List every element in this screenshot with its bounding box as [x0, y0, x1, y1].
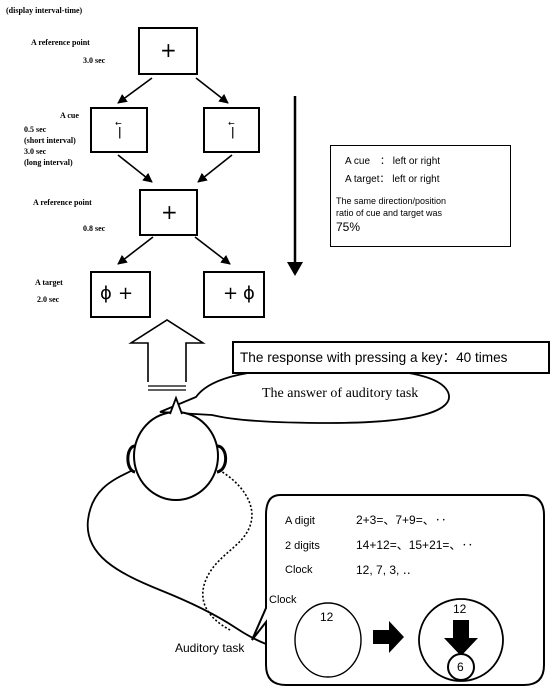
- ratio-line-1: The same direction/position: [336, 197, 446, 206]
- speech-bubble-text: The answer of auditory task: [262, 387, 418, 401]
- clock-answer-number: 6: [457, 661, 464, 673]
- reference-point-box-2: +: [139, 189, 198, 236]
- auditory-row-3-name: Clock: [285, 565, 313, 576]
- fixation-plus: +: [161, 202, 178, 222]
- target-label: A target: [35, 279, 63, 287]
- auditory-row-1-name: A digit: [285, 516, 315, 527]
- cue-box-left: ← ǀ: [90, 107, 148, 153]
- ratio-value: 75%: [336, 221, 360, 233]
- response-up-arrow: [131, 320, 203, 382]
- fixation-plus: +: [118, 285, 133, 303]
- cue-long-note: (long interval): [24, 159, 73, 167]
- auditory-task-label: Auditory task: [175, 642, 244, 654]
- auditory-row-3-items: 12, 7, 3, ‥: [356, 564, 411, 576]
- cue-time-long: 3.0 sec: [24, 148, 46, 156]
- response-text: The response with pressing a key：40 time…: [240, 351, 507, 365]
- fixation-plus: +: [223, 285, 238, 303]
- ref1-time: 3.0 sec: [83, 57, 105, 65]
- cue-short-note: (short interval): [24, 137, 76, 145]
- head: [134, 412, 218, 500]
- clock-end-number: 12: [453, 603, 466, 615]
- target-box-right: + ɸ: [203, 271, 265, 318]
- header-label: (display interval-time): [6, 7, 82, 15]
- cue-box-right: ← ǀ: [203, 107, 260, 153]
- flow-arrow-right-1: [196, 78, 228, 103]
- clock-start-number: 12: [320, 611, 333, 623]
- time-arrow-head: [287, 262, 303, 276]
- flow-arrow-left-2: [118, 155, 152, 182]
- clock-label: Clock: [269, 595, 297, 606]
- target-condition: A target： left or right: [345, 175, 440, 185]
- auditory-row-2-items: 14+12=、15+21=、‥: [356, 539, 473, 551]
- condition-info-box: A cue ： left or right A target： left or …: [330, 145, 511, 247]
- flow-arrow-left-1: [118, 78, 152, 103]
- cue-time-short: 0.5 sec: [24, 126, 46, 134]
- cue-marker: ǀ: [118, 126, 122, 138]
- ref2-time: 0.8 sec: [83, 225, 105, 233]
- flow-arrow-left-3: [118, 237, 153, 264]
- cue-marker: ǀ: [231, 126, 235, 138]
- auditory-row-1-items: 2+3=、7+9=、‥: [356, 514, 447, 526]
- target-glyph: ɸ: [100, 285, 112, 303]
- flow-arrow-right-2: [198, 155, 232, 182]
- response-box: The response with pressing a key：40 time…: [232, 341, 550, 374]
- flow-arrow-right-3: [195, 237, 230, 264]
- auditory-row-2-name: 2 digits: [285, 541, 320, 552]
- reference-point-box-1: +: [138, 27, 198, 75]
- cue-condition: A cue ： left or right: [345, 157, 440, 167]
- cue-label: A cue: [60, 112, 79, 120]
- ratio-line-2: ratio of cue and target was: [336, 209, 442, 218]
- fixation-plus: +: [160, 40, 177, 60]
- ref1-label: A reference point: [31, 39, 90, 47]
- target-box-left: ɸ +: [90, 271, 151, 318]
- earphone-cable-dotted: [203, 470, 252, 630]
- target-glyph: ɸ: [243, 285, 255, 303]
- target-time: 2.0 sec: [37, 296, 59, 304]
- ref2-label: A reference point: [33, 199, 92, 207]
